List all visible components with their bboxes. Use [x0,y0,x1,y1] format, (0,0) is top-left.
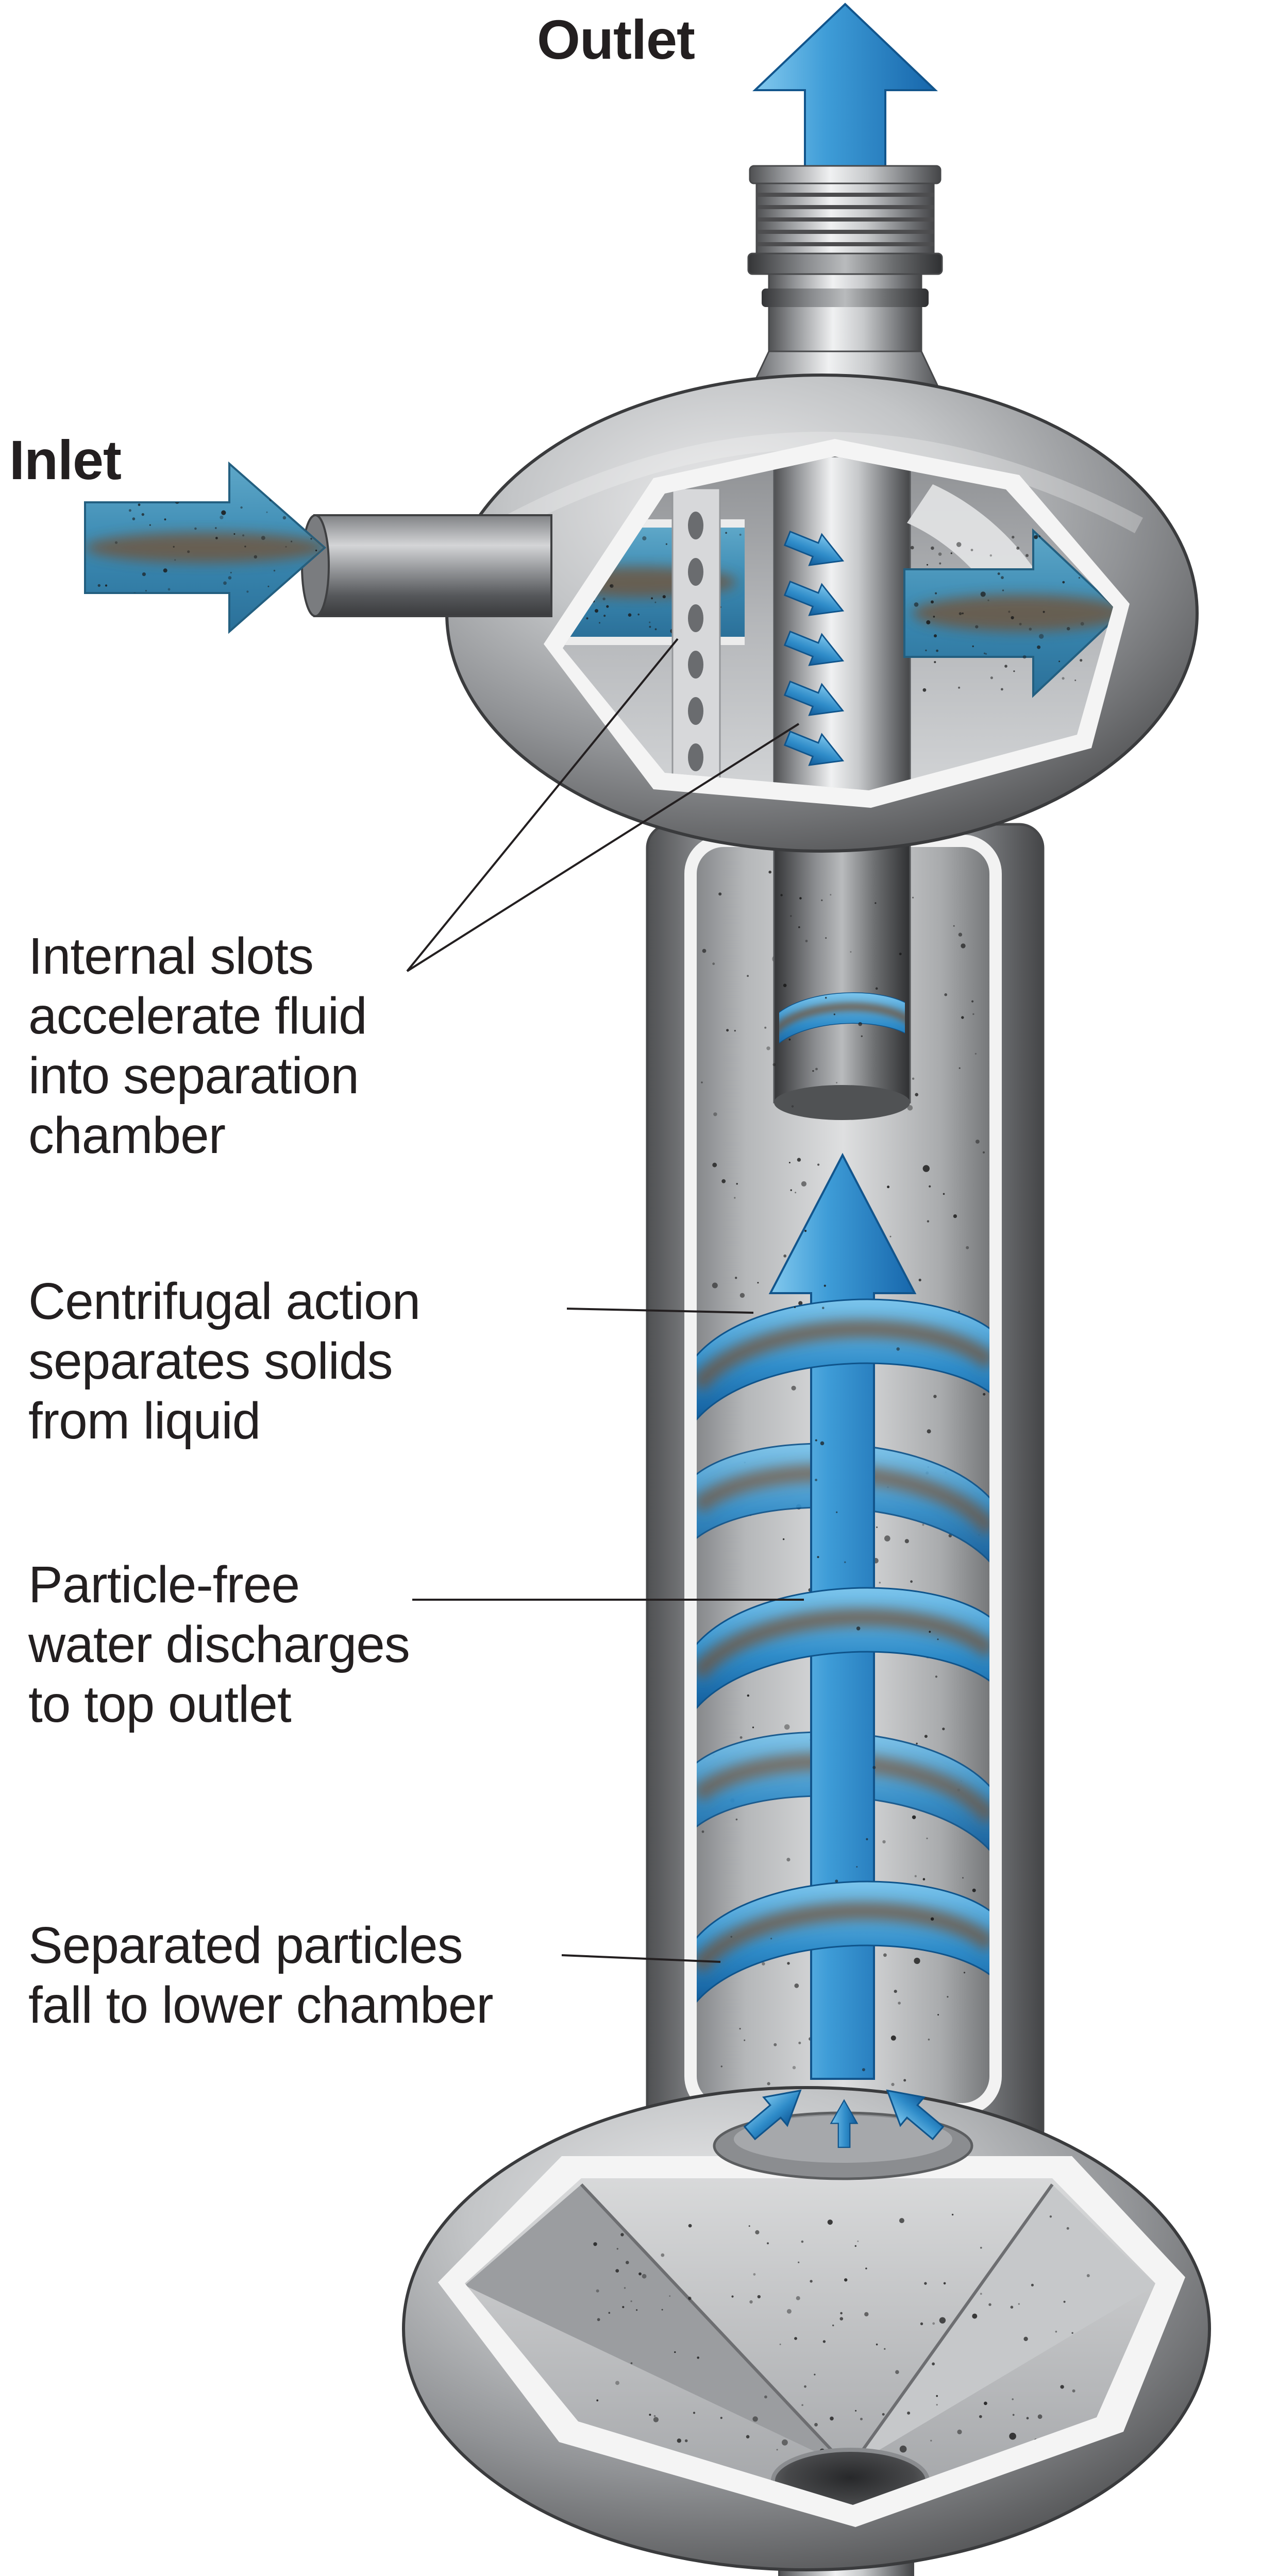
label-line: Centrifugal action [28,1273,421,1330]
inlet-label: Inlet [9,429,122,491]
label-line: to top outlet [28,1675,292,1733]
label-line: Internal slots [28,927,314,985]
sediment-streak-right [912,595,1113,632]
inlet-assembly [84,461,552,634]
top-chamber [445,374,1199,853]
outlet-arrow [752,3,938,171]
outlet-label: Outlet [537,8,695,71]
leader-centrifugal [566,1308,754,1314]
pipe-particles [780,894,902,1072]
interior-particles-front [702,899,976,2082]
label-line: Separated particles [28,1917,463,1974]
leader-lines [406,638,804,1963]
label-line: separates solids [28,1332,393,1390]
leader-internal-slots-2 [406,723,800,972]
label-line: chamber [28,1107,226,1164]
internal-outlet-pipe [773,838,911,1104]
label-line: into separation [28,1047,359,1105]
funnel-wedge-right [849,2184,1155,2468]
leader-internal-slots-1 [406,638,679,972]
label-line: water discharges [28,1616,410,1673]
pipe-mouth [774,1085,910,1120]
particle-free-water-label: Particle-free water discharges to top ou… [28,1555,410,1734]
separation-chamber-body [646,823,1045,2155]
label-line: fall to lower chamber [28,1976,494,2034]
centrifugal-action-label: Centrifugal action separates solids from… [28,1272,421,1451]
label-line: from liquid [28,1392,261,1450]
collected-solids-particles [593,2213,1090,2454]
label-line: Particle-free [28,1556,300,1614]
separated-particles-label: Separated particles fall to lower chambe… [28,1916,494,2035]
plate-slots [688,512,703,771]
bottom-chamber [402,2086,1211,2571]
label-line: accelerate fluid [28,987,367,1045]
outlet-fitting [741,165,950,409]
leader-separated-particles [561,1954,721,1963]
inlet-sediment-streak [85,532,325,563]
baffle-disc-group [713,2075,973,2180]
inlet-pipe [313,514,552,617]
internal-slots-label: Internal slots accelerate fluid into sep… [28,926,367,1165]
funnel-wedge-left [465,2184,849,2468]
